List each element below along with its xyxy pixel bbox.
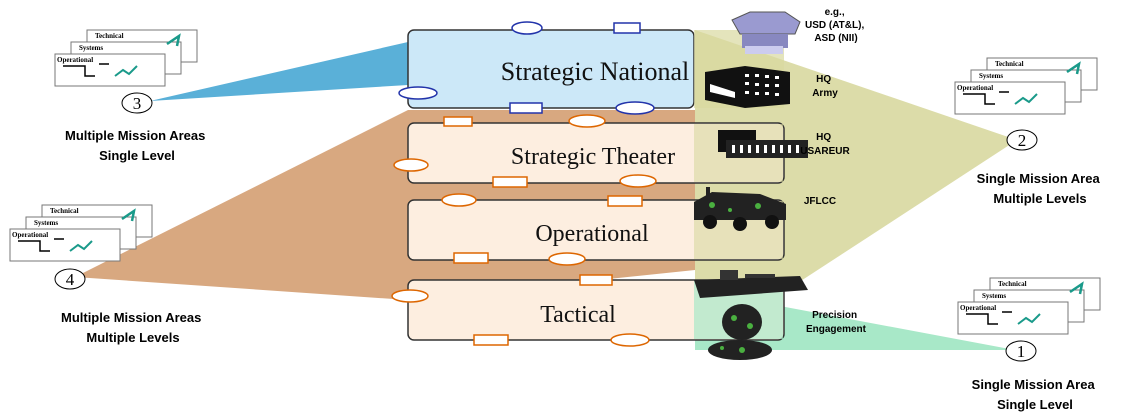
national-border-nodes <box>398 21 655 115</box>
svg-text:Technical: Technical <box>50 207 79 215</box>
svg-text:Technical: Technical <box>998 280 1027 288</box>
level-label-operational: Operational <box>535 221 649 247</box>
svg-text:3: 3 <box>133 94 142 113</box>
hq-usareur-building-icon <box>718 130 808 158</box>
hq-army-building-icon <box>705 66 790 108</box>
precision-engagement-label: Precision Engagement <box>806 310 867 335</box>
soldier-icon <box>708 304 772 360</box>
jflcc-label: JFLCC <box>804 196 836 207</box>
svg-text:Operational: Operational <box>957 84 993 92</box>
svg-text:Technical: Technical <box>995 60 1024 68</box>
svg-text:2: 2 <box>1018 131 1027 150</box>
svg-text:4: 4 <box>66 270 75 289</box>
doc-stack-1: Technical Systems Operational <box>957 277 1101 335</box>
caption-view-2: Single Mission Area Multiple Levels <box>977 171 1104 206</box>
level-label-tactical: Tactical <box>540 302 616 328</box>
level-label-national: Strategic National <box>501 57 689 86</box>
svg-text:Systems: Systems <box>34 219 58 227</box>
view-number-1: 1 <box>1005 340 1037 362</box>
doc-stack-2: Technical Systems Operational <box>954 57 1098 115</box>
view-number-2: 2 <box>1006 129 1038 151</box>
hq-army-label: HQ Army <box>812 74 838 99</box>
svg-text:Operational: Operational <box>960 304 996 312</box>
svg-text:1: 1 <box>1017 342 1026 361</box>
caption-view-3: Multiple Mission Areas Single Level <box>65 128 209 163</box>
hq-usareur-label: HQ USAREUR <box>800 132 850 157</box>
svg-text:Operational: Operational <box>57 56 93 64</box>
doc-stack-4: Technical Systems Operational <box>9 204 153 262</box>
caption-view-4: Multiple Mission Areas Multiple Levels <box>61 310 205 345</box>
jflcc-vehicle-icon <box>694 187 786 231</box>
level-label-theater: Strategic Theater <box>511 144 675 170</box>
svg-text:Technical: Technical <box>95 32 124 40</box>
svg-text:Operational: Operational <box>12 231 48 239</box>
view-number-4: 4 <box>54 268 86 290</box>
ship-icon <box>694 270 808 298</box>
view-number-3: 3 <box>121 92 153 114</box>
view-3-wedge <box>150 42 408 101</box>
doc-stack-3: Technical Systems Operational <box>54 29 198 87</box>
svg-text:Systems: Systems <box>979 72 1003 80</box>
osd-label: e.g., USD (AT&L), ASD (NII) <box>805 7 867 44</box>
lower-border-nodes <box>391 114 657 347</box>
osd-building-icon <box>731 11 801 54</box>
svg-text:Systems: Systems <box>79 44 103 52</box>
svg-text:Systems: Systems <box>982 292 1006 300</box>
caption-view-1: Single Mission Area Single Level <box>972 377 1099 412</box>
view-2-wedge <box>695 30 1017 350</box>
